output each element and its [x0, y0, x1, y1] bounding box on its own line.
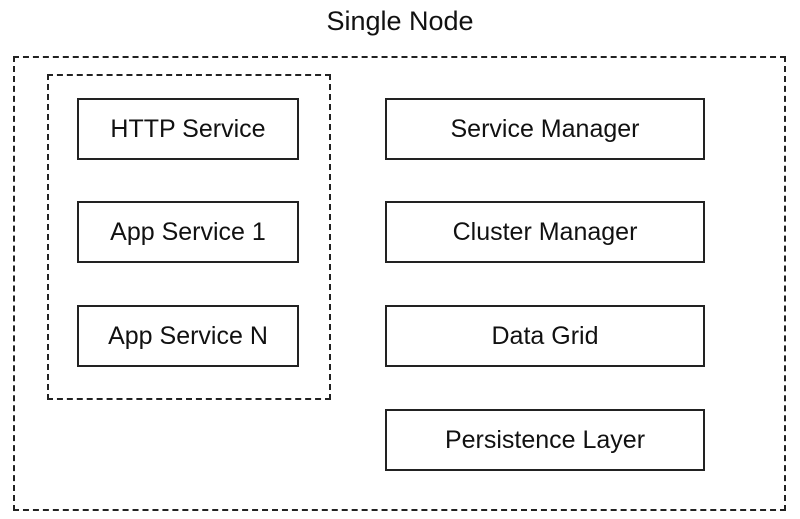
single-node-boundary — [13, 56, 786, 511]
service-manager-box: Service Manager — [385, 98, 705, 160]
app-service-1-box: App Service 1 — [77, 201, 299, 263]
service-group-boundary — [47, 74, 331, 400]
http-service-box: HTTP Service — [77, 98, 299, 160]
app-service-n-box: App Service N — [77, 305, 299, 367]
data-grid-box: Data Grid — [385, 305, 705, 367]
diagram-title: Single Node — [326, 6, 474, 36]
persistence-layer-box: Persistence Layer — [385, 409, 705, 471]
cluster-manager-box: Cluster Manager — [385, 201, 705, 263]
